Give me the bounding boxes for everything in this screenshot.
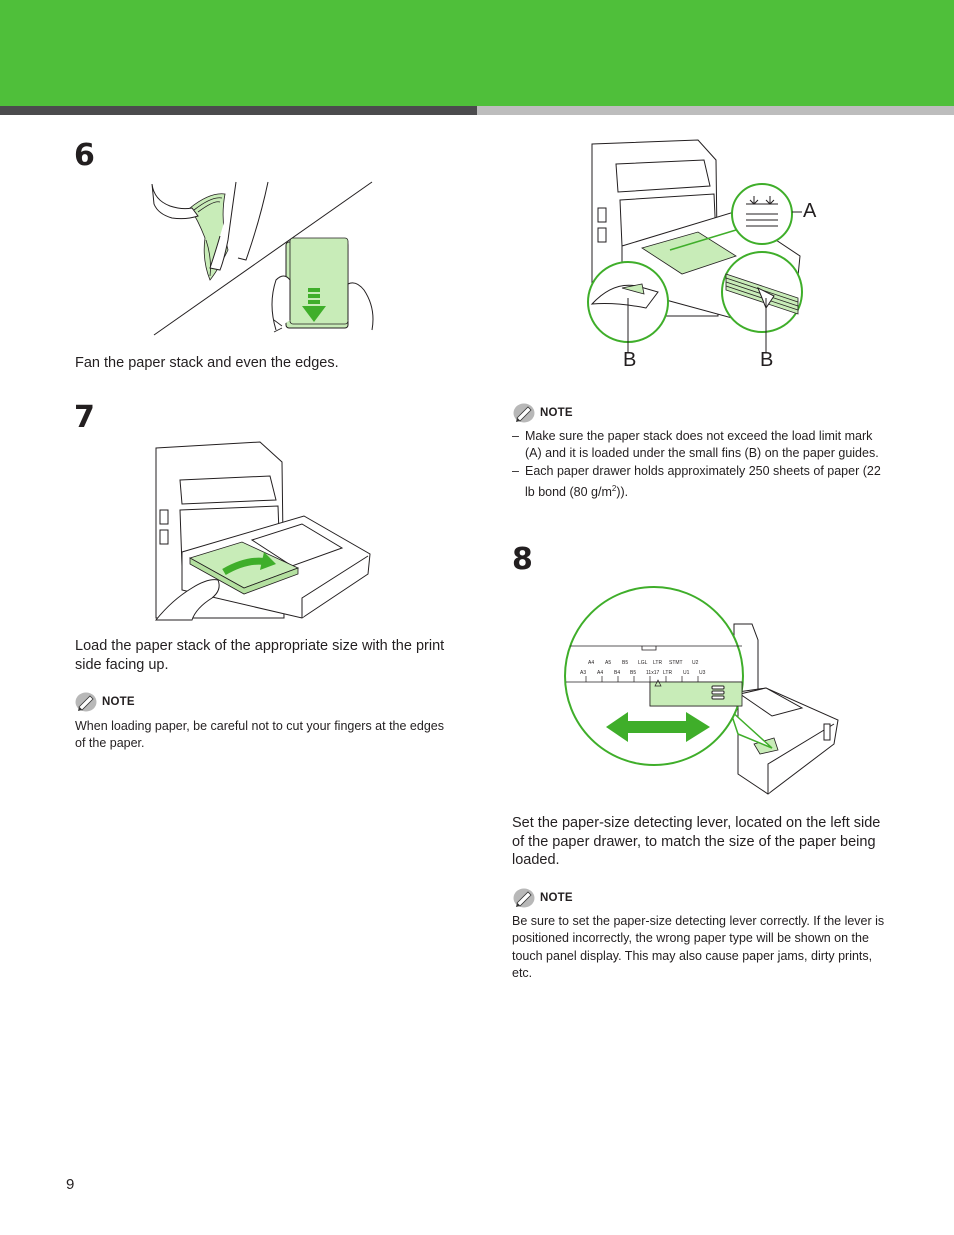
right-note-item-2: –Each paper drawer holds approximately 2… [512,463,881,500]
step-8-note-heading: NOTE [513,887,573,909]
scale-top-b5: B5 [622,660,628,666]
step-8-number: 8 [512,542,533,577]
pencil-note-icon [513,403,535,423]
header-band [0,0,954,106]
pencil-note-icon [75,692,97,712]
scale-bottom-u1: U1 [683,670,690,676]
pencil-note-icon [513,888,535,908]
scale-top-ltr: LTR [653,660,662,666]
note-label: NOTE [540,892,573,904]
scale-bottom-11x17: 11x17 [646,670,659,676]
right-note-heading: NOTE [513,402,573,424]
note-label: NOTE [540,407,573,419]
step-8-text: Set the paper-size detecting lever, loca… [512,815,881,868]
scale-bottom-b4: B4 [614,670,620,676]
right-note-list: –Make sure the paper stack does not exce… [512,428,888,501]
scale-top-u2: U2 [692,660,699,666]
note-label: NOTE [102,696,135,708]
callout-b-left: B [623,349,637,371]
step-7-note-text: When loading paper, be careful not to cu… [75,719,444,751]
scale-bottom-ltr: LTR [663,670,672,676]
step-7-note-heading: NOTE [75,691,135,713]
step-7-text: Load the paper stack of the appropriate … [75,638,445,673]
scale-top-lgl: LGL [638,660,648,666]
scale-bottom-a4: A4 [597,670,603,676]
step-6-number: 6 [74,138,95,173]
scale-top-a5: A5 [605,660,611,666]
step-8-note-text: Be sure to set the paper-size detecting … [512,914,885,980]
step-7-number: 7 [74,400,95,435]
page-number: 9 [66,1176,75,1193]
scale-top-a4: A4 [588,660,594,666]
fan-paper-illustration [151,181,374,336]
paper-limit-fins-illustration [587,139,803,352]
scale-top-stmt: STMT [669,660,683,666]
scale-bottom-a3: A3 [580,670,586,676]
scale-bottom-u3: U3 [699,670,706,676]
header-rule-light [477,106,954,115]
step-6-text: Fan the paper stack and even the edges. [75,355,339,371]
header-rule-dark [0,106,477,115]
size-lever-illustration: A4 A5 B5 LGL LTR STMT U2 A3 A4 B4 B5 11x… [564,586,839,795]
callout-a: A [803,200,817,222]
right-note-item-1: –Make sure the paper stack does not exce… [512,429,879,461]
load-paper-drawer-illustration [154,441,371,621]
scale-bottom-b5: B5 [630,670,636,676]
callout-b-right: B [760,349,774,371]
